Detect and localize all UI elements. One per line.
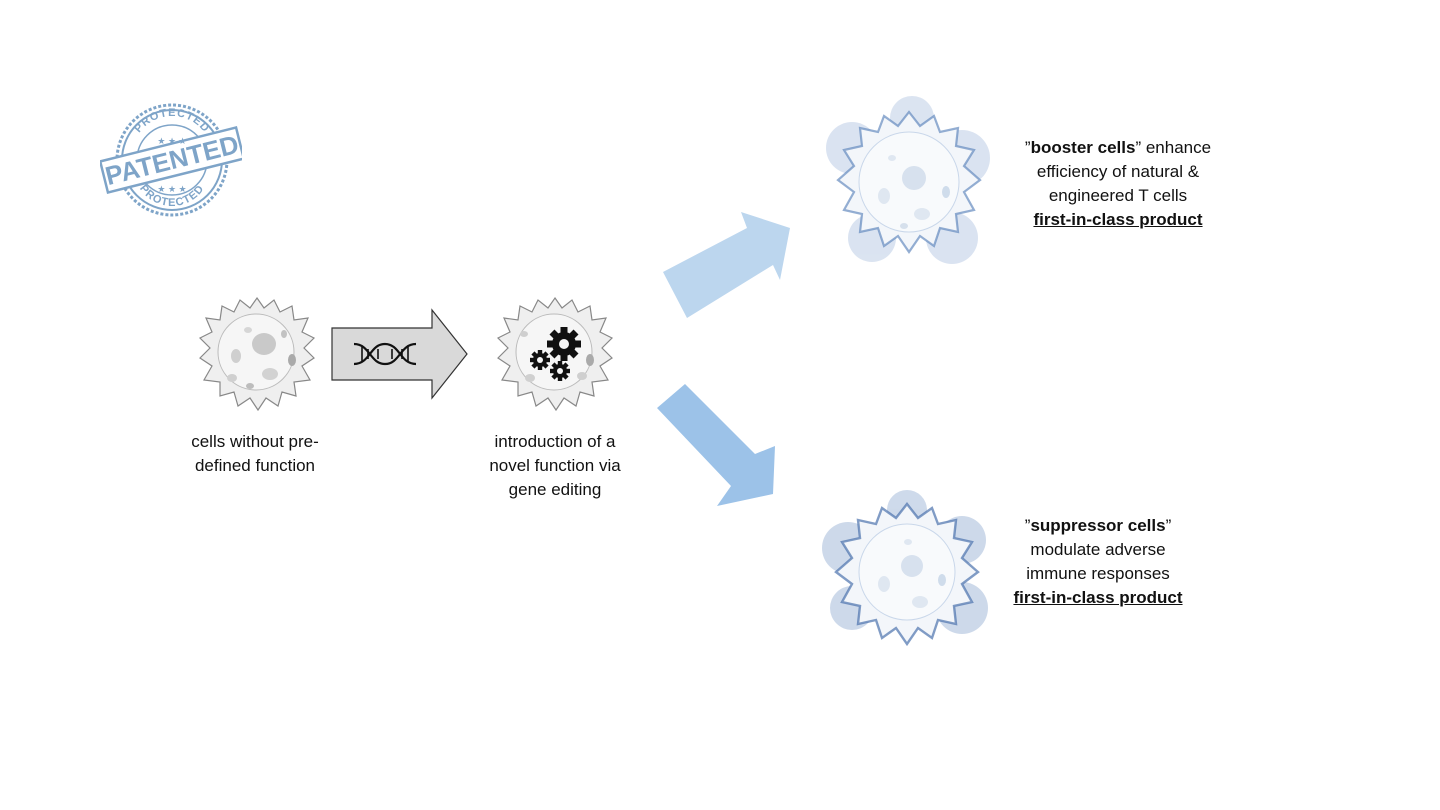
suppressor-line1: ”suppressor cells”	[980, 514, 1216, 538]
suppressor-quote-open: ”	[1024, 516, 1031, 535]
booster-line3: engineered T cells	[1048, 186, 1188, 205]
suppressor-line3: immune responses	[1026, 564, 1170, 583]
booster-line1: ”booster cells” enhance	[1000, 136, 1236, 160]
booster-name: booster cells	[1030, 138, 1136, 157]
dna-icon	[352, 336, 418, 372]
suppressor-caption: ”suppressor cells” modulate adverse immu…	[980, 514, 1216, 610]
step1-caption-line1: cells without pre-	[191, 432, 319, 451]
arrow-icon	[657, 384, 775, 506]
gears-icon	[528, 322, 584, 384]
step2-caption: introduction of a novel function via gen…	[460, 430, 650, 502]
step2-caption-line3: gene editing	[508, 480, 602, 499]
booster-cell	[812, 88, 1006, 278]
undefined-cell	[196, 294, 318, 412]
suppressor-quote-close: ”	[1165, 516, 1172, 535]
suppressor-name: suppressor cells	[1030, 516, 1166, 535]
suppressor-cell	[812, 478, 1002, 664]
svg-text:★ ★ ★: ★ ★ ★	[157, 136, 186, 146]
suppressor-line2: modulate adverse	[1030, 540, 1166, 559]
patented-stamp: PROTECTED PROTECTED PATENTED ★ ★ ★ ★ ★ ★	[100, 98, 242, 218]
step2-caption-line1: introduction of a	[494, 432, 616, 451]
stamp-icon: PROTECTED PROTECTED PATENTED ★ ★ ★ ★ ★ ★	[100, 103, 242, 217]
arrow-icon	[663, 212, 790, 318]
step2-caption-line2: novel function via	[489, 456, 621, 475]
step1-caption-line2: defined function	[194, 456, 316, 475]
booster-line2: efficiency of natural &	[1036, 162, 1200, 181]
svg-text:★ ★ ★: ★ ★ ★	[157, 184, 186, 194]
step1-caption: cells without pre- defined function	[160, 430, 350, 478]
booster-quote-close: ”	[1135, 138, 1142, 157]
cell-icon	[826, 96, 990, 264]
cell-icon	[822, 490, 988, 647]
suppressor-product-label: first-in-class product	[1013, 588, 1183, 607]
booster-line1-rest: enhance	[1141, 138, 1212, 157]
booster-caption: ”booster cells” enhance efficiency of na…	[1000, 136, 1236, 232]
arrow-to-suppressor	[655, 382, 785, 510]
arrow-to-booster	[655, 200, 795, 325]
booster-product-label: first-in-class product	[1033, 210, 1203, 229]
booster-quote-open: ”	[1024, 138, 1031, 157]
cell-icon	[198, 296, 316, 412]
